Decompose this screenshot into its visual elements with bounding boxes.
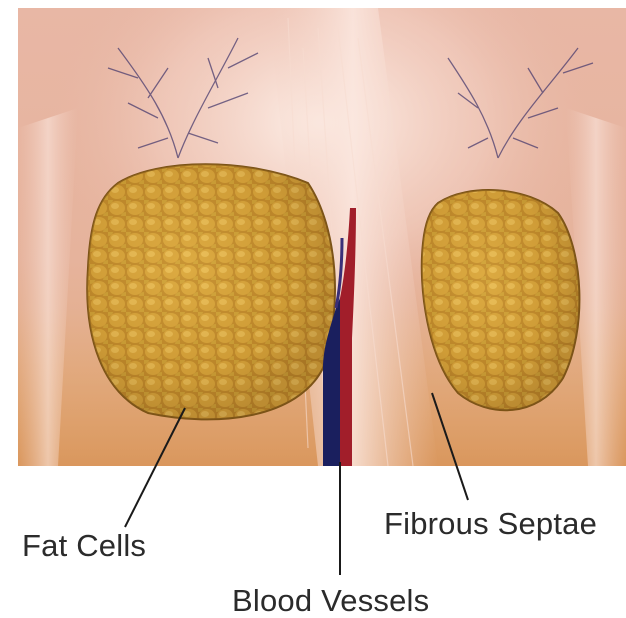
fat-tissue-illustration <box>18 8 626 466</box>
fibrous-septae-label: Fibrous Septae <box>384 508 597 539</box>
fat-cells-label: Fat Cells <box>22 530 146 561</box>
blood-vessels-label: Blood Vessels <box>232 585 429 616</box>
